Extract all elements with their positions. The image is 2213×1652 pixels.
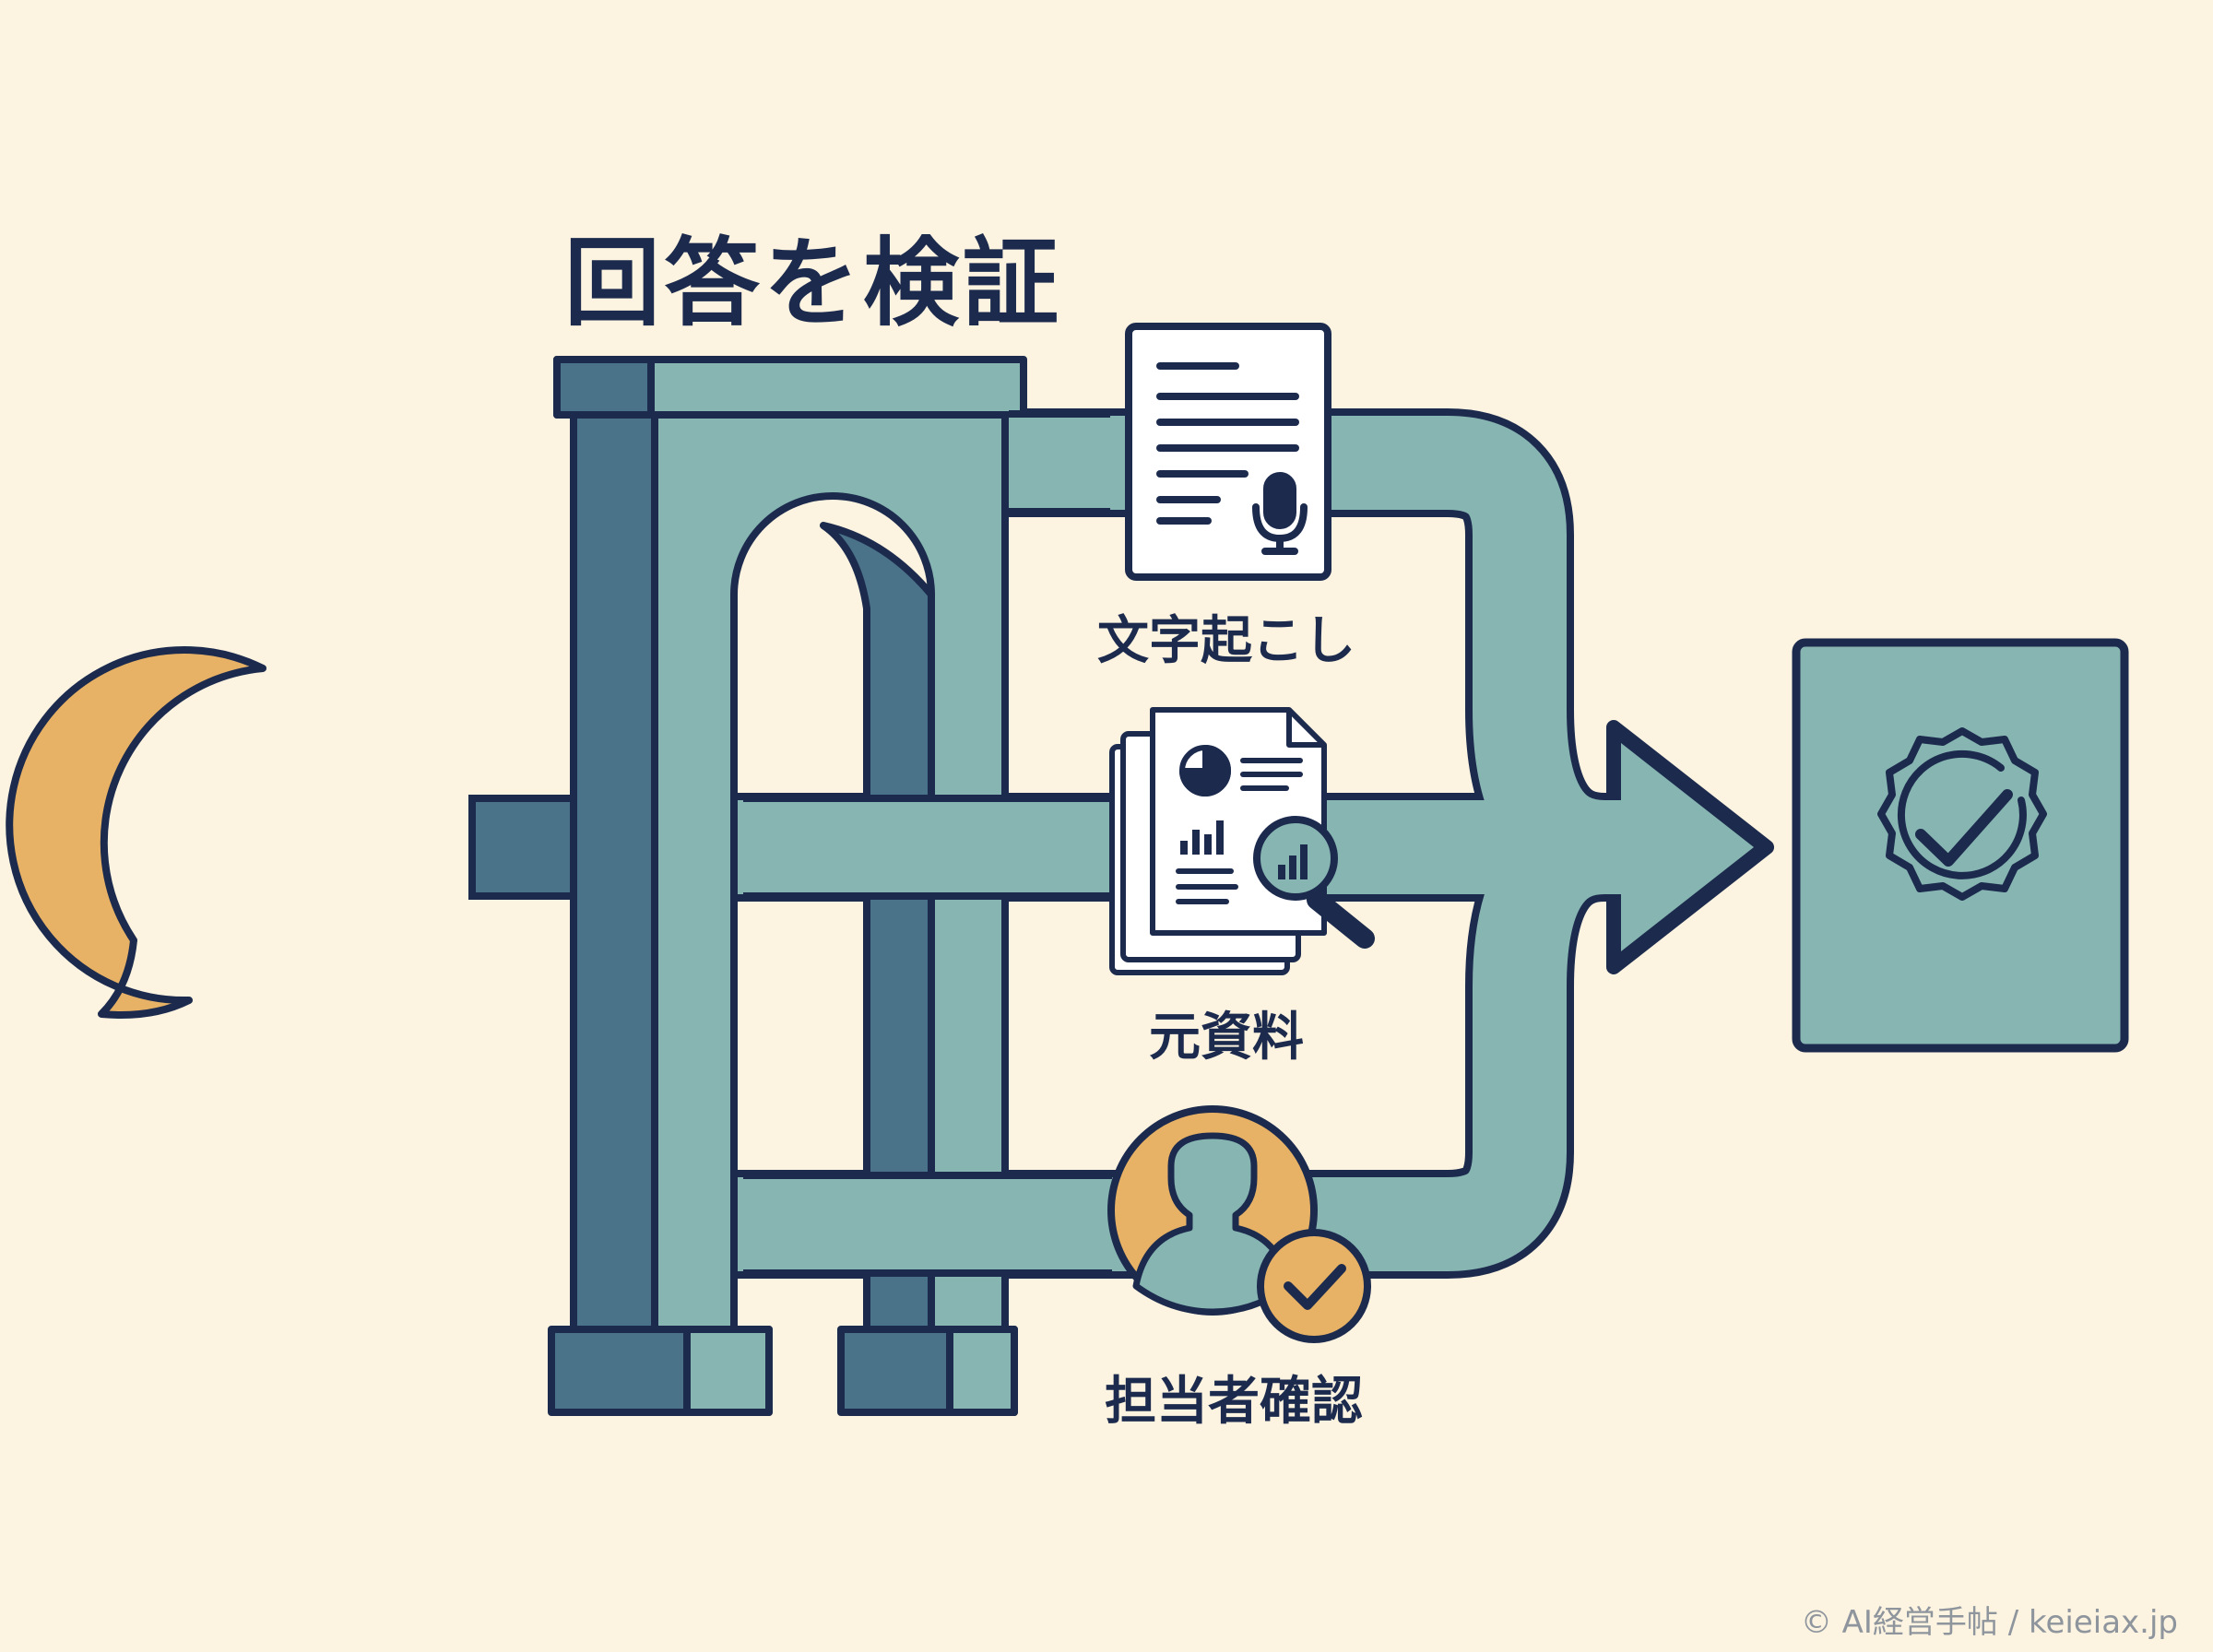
input-connector — [468, 795, 577, 900]
transcript-document-icon — [1125, 323, 1331, 581]
speech-bubble-icon — [6, 646, 266, 1019]
diagram-title: 回答を検証 — [564, 227, 1063, 339]
label-staff-confirmation: 担当者確認 — [1105, 1372, 1363, 1432]
verified-document-icon — [1792, 638, 2129, 1053]
person-check-icon — [1107, 1105, 1371, 1343]
report-documents-icon — [1109, 707, 1375, 975]
label-transcript: 文字起こし — [1097, 611, 1355, 671]
label-source-material: 元資料 — [1149, 1008, 1304, 1068]
copyright-notice: © AI経営手帖 / keieiax.jp — [1800, 1604, 2178, 1641]
gate-crossing-bands — [743, 410, 1112, 1277]
verified-badge-icon — [1877, 727, 2047, 901]
magnifier-icon — [1253, 816, 1375, 949]
microphone-icon — [1252, 472, 1308, 555]
